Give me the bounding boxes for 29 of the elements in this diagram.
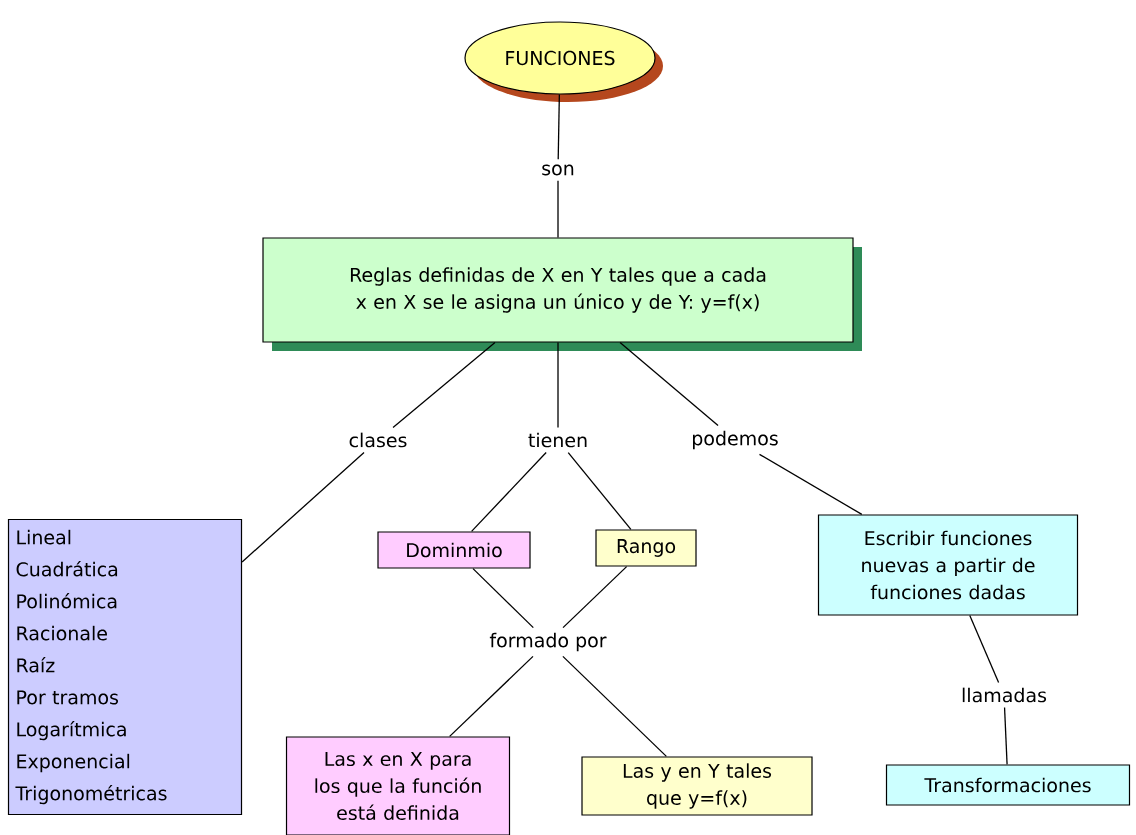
connector-line [567, 451, 632, 531]
concept-box: Las y en Y tales que y=f(x) [581, 756, 813, 816]
concept-box: Escribir funciones nuevas a partir de funciones dadas [817, 514, 1079, 616]
connector-line [557, 93, 560, 160]
concept-box: Dominmio [377, 531, 531, 569]
connector-line [619, 341, 719, 427]
linking-phrase: son [542, 164, 574, 176]
connector-line [562, 565, 628, 629]
list-box: Lineal Cuadrática Polinómica Racionale Raíz Por tramos Logarítmica Exponencial Trigonométricas [7, 518, 243, 816]
connector-line [557, 341, 559, 429]
connector-line [758, 453, 863, 516]
linking-phrase: llamadas [962, 687, 1047, 703]
connector-line [472, 567, 534, 629]
linking-phrase: tienen [528, 432, 587, 448]
linking-phrase: podemos [693, 430, 778, 450]
linking-phrase: clases [349, 432, 407, 448]
connector-line [449, 655, 534, 738]
connector-line [969, 614, 1000, 684]
concept-box: Transformaciones [885, 764, 1131, 806]
connector-line [392, 341, 496, 429]
concept-box: Reglas definidas de X en Y tales que a cada x en X se le asigna un único y de Y: y=f(x) [262, 237, 862, 351]
linking-phrase: formado por [489, 632, 607, 652]
connector-line [241, 451, 365, 563]
connector-line [557, 180, 559, 239]
connector-line [470, 451, 547, 533]
concept-box: Rango [595, 529, 697, 567]
concept-box: Las x en X para los que la función está definida [285, 736, 511, 835]
connector-line [1003, 706, 1008, 766]
connector-line [562, 655, 668, 758]
